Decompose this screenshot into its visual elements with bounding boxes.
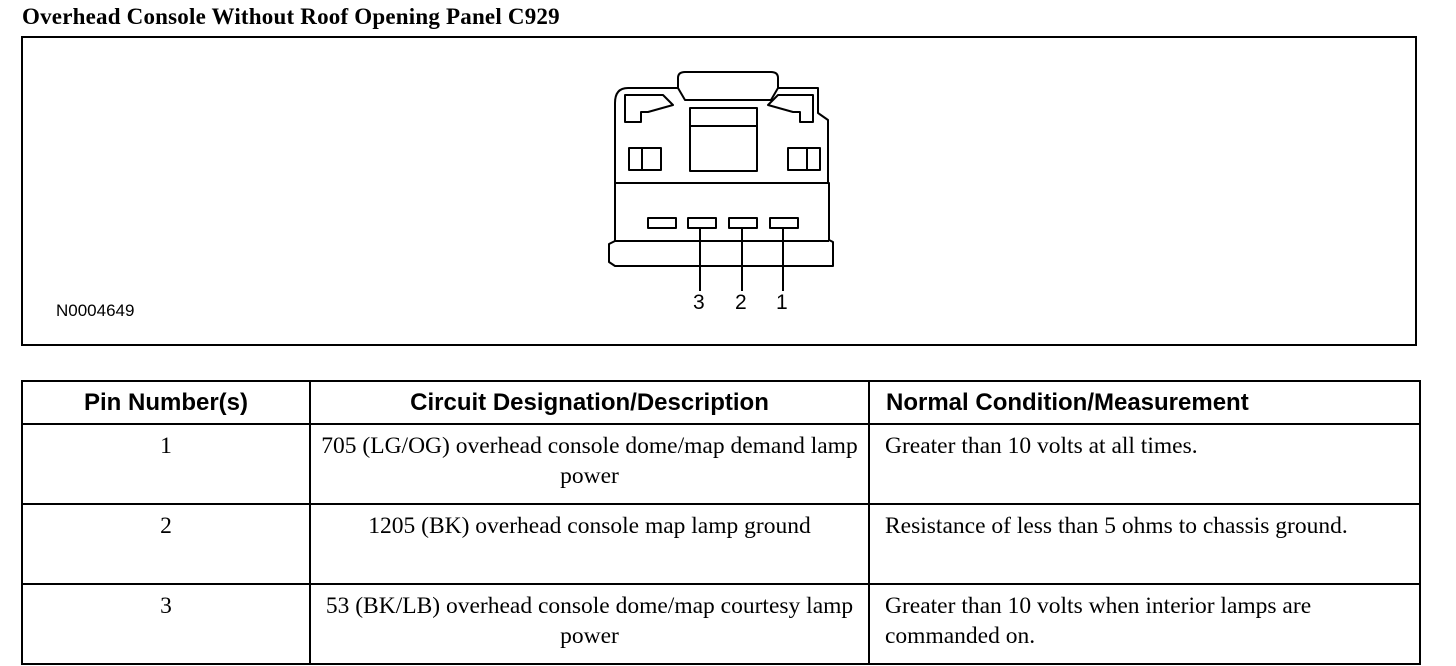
- circuit-cell: 1205 (BK) overhead console map lamp grou…: [309, 503, 870, 585]
- table-row: 2 1205 (BK) overhead console map lamp gr…: [21, 503, 1421, 585]
- left-window: [628, 147, 662, 171]
- lock-tab: [677, 87, 779, 101]
- terminal-slot-2: [728, 217, 758, 229]
- left-latch: [624, 94, 674, 123]
- terminal-slot-4: [647, 217, 677, 229]
- circuit-cell: 53 (BK/LB) overhead console dome/map cou…: [309, 583, 870, 665]
- table-row: 1 705 (LG/OG) overhead console dome/map …: [21, 423, 1421, 505]
- header-condition: Normal Condition/Measurement: [868, 380, 1421, 425]
- connector-housing: [614, 71, 829, 184]
- header-pin-number: Pin Number(s): [21, 380, 311, 425]
- pin-label-2: 2: [735, 291, 747, 314]
- condition-cell: Greater than 10 volts at all times.: [868, 423, 1421, 505]
- terminal-slot-3: [687, 217, 717, 229]
- pin-cell: 1: [21, 423, 311, 505]
- table-row: 3 53 (BK/LB) overhead console dome/map c…: [21, 583, 1421, 665]
- center-window: [689, 107, 758, 172]
- pin-table: Pin Number(s) Circuit Designation/Descri…: [21, 380, 1421, 665]
- condition-cell: Resistance of less than 5 ohms to chassi…: [868, 503, 1421, 585]
- connector-diagram: [608, 71, 834, 291]
- pin-cell: 3: [21, 583, 311, 665]
- page-title: Overhead Console Without Roof Opening Pa…: [22, 4, 560, 29]
- connector-body: [608, 182, 834, 267]
- circuit-cell: 705 (LG/OG) overhead console dome/map de…: [309, 423, 870, 505]
- pin-label-3: 3: [693, 291, 705, 314]
- condition-cell: Greater than 10 volts when interior lamp…: [868, 583, 1421, 665]
- header-circuit: Circuit Designation/Description: [309, 380, 870, 425]
- right-latch: [767, 94, 814, 123]
- terminal-slot-1: [769, 217, 799, 229]
- pin-label-1: 1: [776, 291, 788, 314]
- connector-figure: 3 2 1 N0004649: [21, 36, 1417, 346]
- table-header-row: Pin Number(s) Circuit Designation/Descri…: [21, 380, 1421, 425]
- pin-cell: 2: [21, 503, 311, 585]
- figure-id: N0004649: [56, 301, 135, 320]
- right-window: [787, 147, 821, 171]
